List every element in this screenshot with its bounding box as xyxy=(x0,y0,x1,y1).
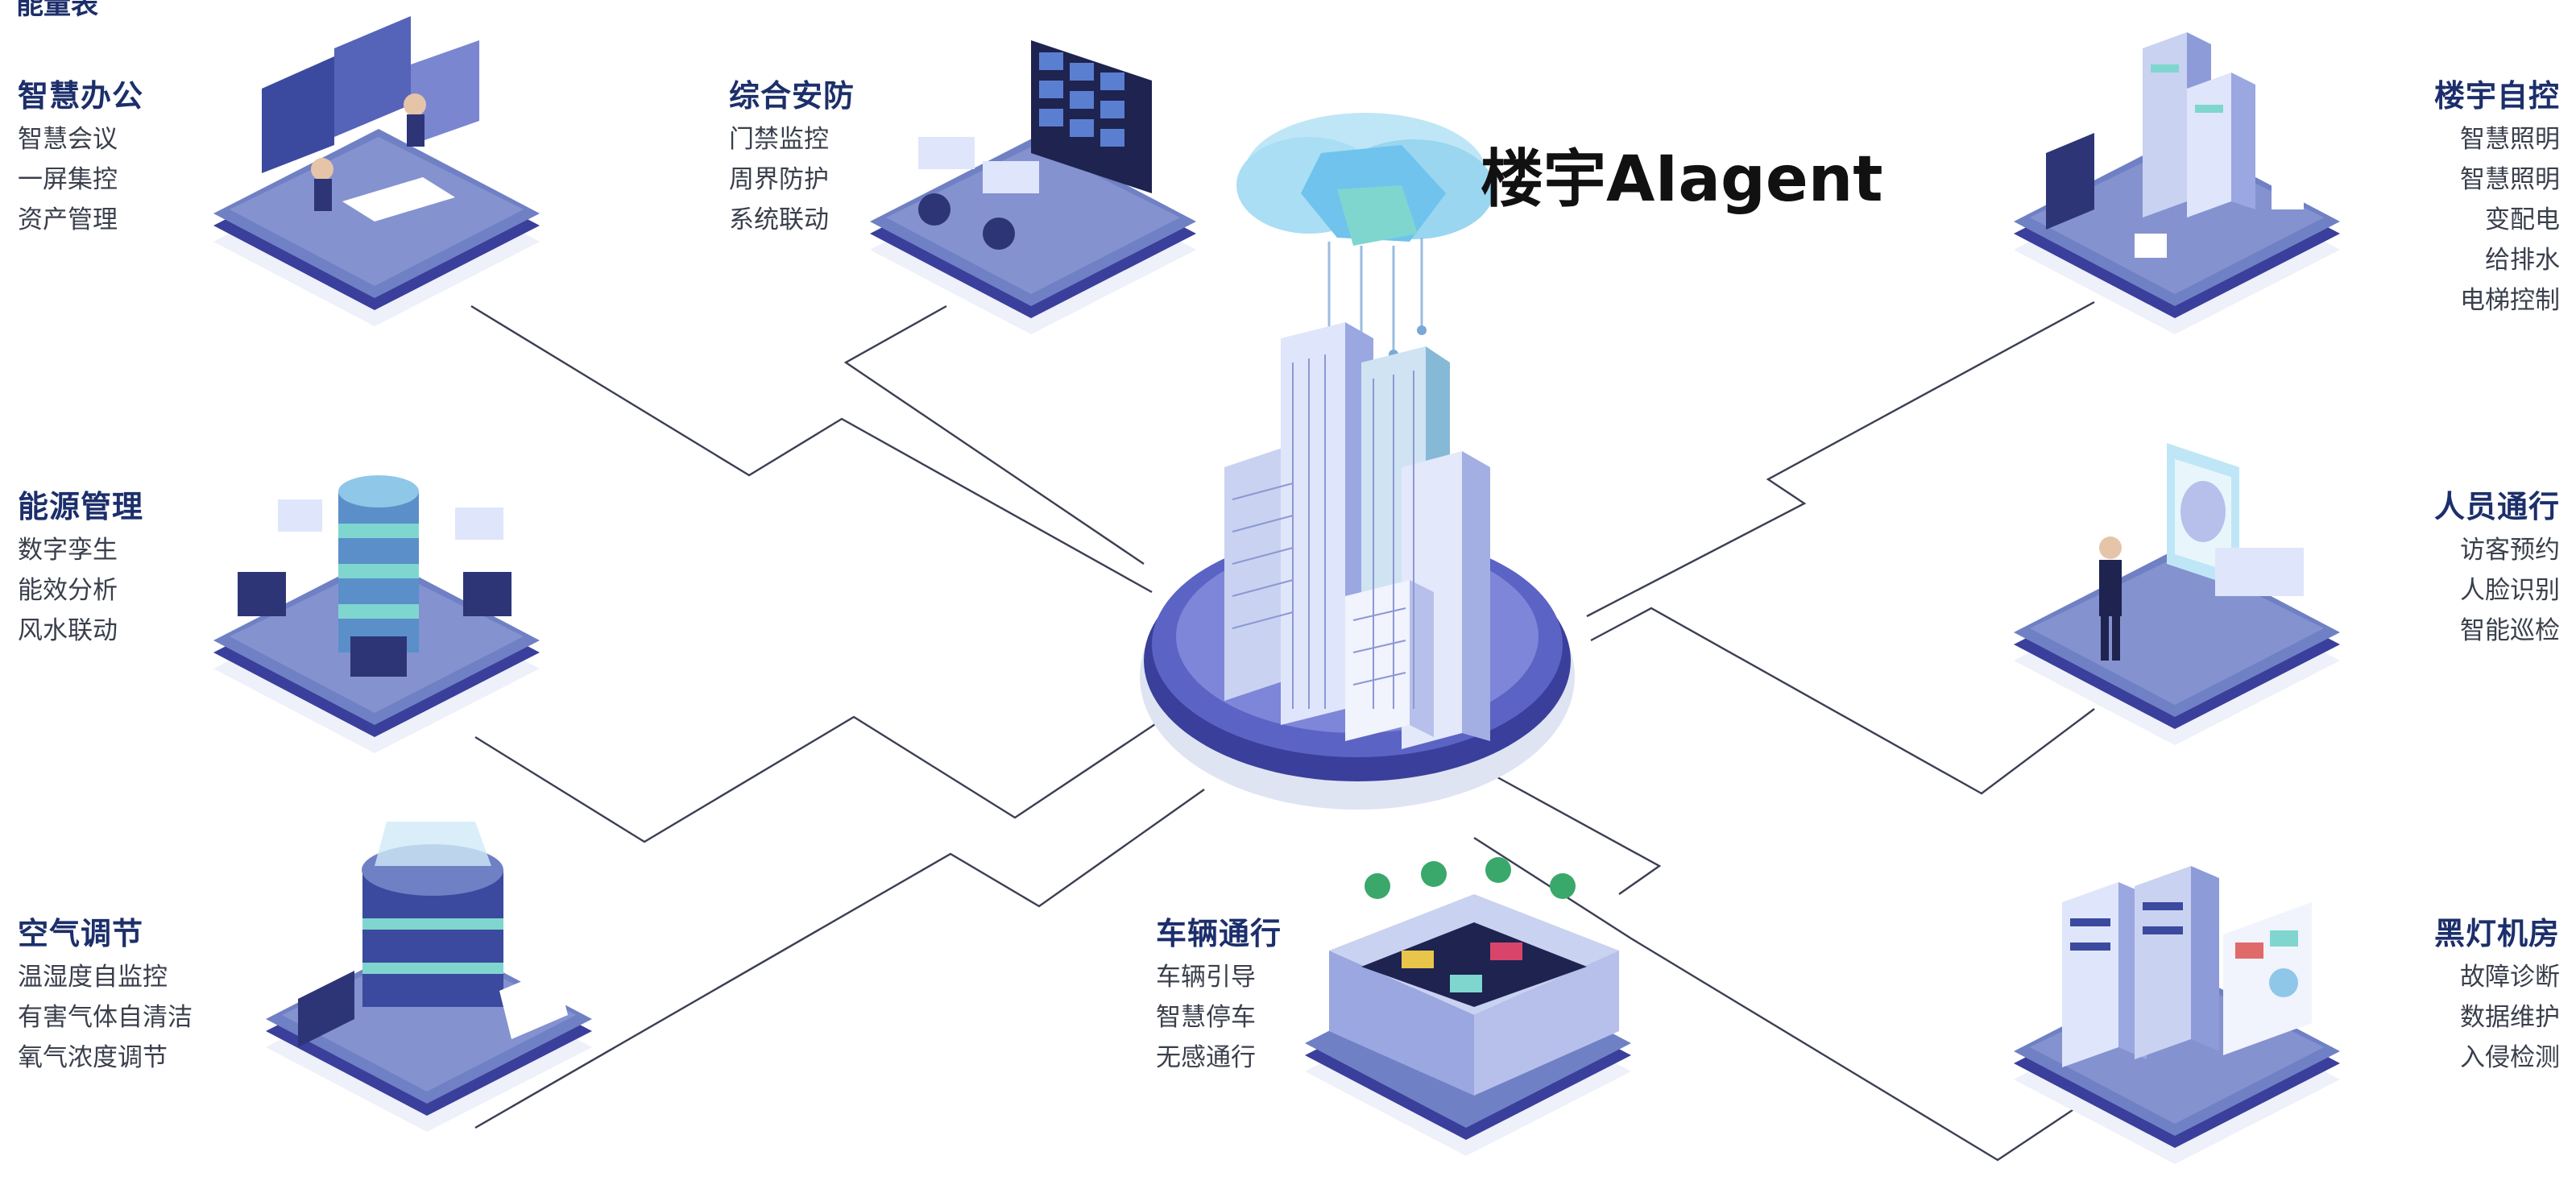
vehicle-item: 无感通行 xyxy=(1156,1043,1256,1072)
server-rack-icon xyxy=(2062,866,2219,1067)
people-platform xyxy=(2014,443,2340,745)
people-item: 人脸识别 xyxy=(2460,576,2560,605)
office-item: 资产管理 xyxy=(18,205,118,234)
server-items: 故障诊断 数据维护 入侵检测 xyxy=(2460,957,2560,1078)
energy-item: 能效分析 xyxy=(18,576,118,605)
air-items: 温湿度自监控 有害气体自清洁 氧气浓度调节 xyxy=(18,957,193,1078)
air-purifier-icon xyxy=(362,822,503,1007)
building-platform xyxy=(2014,32,2340,334)
air-item: 温湿度自监控 xyxy=(18,963,168,992)
wire-energy xyxy=(474,715,1161,843)
hub-title: 楼宇AIagent xyxy=(1481,143,1883,216)
server-title: 黑灯机房 xyxy=(2433,916,2560,951)
people-item: 智能巡检 xyxy=(2460,616,2560,645)
wire-building xyxy=(1586,300,2095,618)
security-item: 周界防护 xyxy=(729,165,829,194)
person-icon xyxy=(2099,536,2122,661)
vehicle-item: 车辆引导 xyxy=(1156,963,1256,992)
building-item: 电梯控制 xyxy=(2460,286,2560,315)
screen-icon xyxy=(2046,133,2094,230)
security-items: 门禁监控 周界防护 系统联动 xyxy=(729,119,829,240)
people-item: 访客预约 xyxy=(2460,536,2560,565)
server-item: 故障诊断 xyxy=(2460,963,2560,992)
energy-item: 风水联动 xyxy=(18,616,118,645)
vehicle-title: 车辆通行 xyxy=(1156,916,1282,951)
video-wall-icon xyxy=(1031,40,1152,193)
energy-items: 数字孪生 能效分析 风水联动 xyxy=(18,530,118,651)
office-item: 一屏集控 xyxy=(18,165,118,194)
central-building-hub xyxy=(1140,113,1575,810)
wire-security xyxy=(843,304,1145,565)
dashboard-icon xyxy=(2223,902,2312,1055)
energy-platform xyxy=(213,475,540,753)
monitor-icon xyxy=(262,16,479,222)
cut-off-heading: 能量表 xyxy=(16,0,98,21)
air-item: 有害气体自清洁 xyxy=(18,1003,193,1032)
vehicle-items: 车辆引导 智慧停车 无感通行 xyxy=(1156,957,1256,1078)
office-platform xyxy=(213,16,540,326)
building-item: 变配电 xyxy=(2485,205,2560,234)
building-items: 智慧照明 智慧照明 变配电 给排水 电梯控制 xyxy=(2460,119,2560,321)
building-item: 智慧照明 xyxy=(2460,125,2560,154)
people-items: 访客预约 人脸识别 智能巡检 xyxy=(2460,530,2560,651)
security-item: 门禁监控 xyxy=(729,125,829,154)
server-item: 入侵检测 xyxy=(2460,1043,2560,1072)
people-title: 人员通行 xyxy=(2433,489,2560,524)
wire-people xyxy=(1590,607,2095,795)
building-title: 楼宇自控 xyxy=(2433,78,2560,114)
tree-icon xyxy=(1365,873,1390,899)
security-title: 综合安防 xyxy=(729,78,855,114)
air-platform xyxy=(266,822,592,1132)
energy-cylinder-icon xyxy=(338,475,419,652)
air-title: 空气调节 xyxy=(18,916,144,951)
air-item: 氧气浓度调节 xyxy=(18,1043,168,1072)
security-item: 系统联动 xyxy=(729,205,829,234)
energy-item: 数字孪生 xyxy=(18,536,118,565)
tower-icon xyxy=(2143,32,2255,218)
office-item: 智慧会议 xyxy=(18,125,118,154)
server-item: 数据维护 xyxy=(2460,1003,2560,1032)
vehicle-platform xyxy=(1305,857,1631,1156)
energy-title: 能源管理 xyxy=(18,489,144,524)
wire-vehicle xyxy=(1489,772,1662,895)
person-icon xyxy=(311,158,333,180)
face-scanner-icon xyxy=(2167,443,2304,596)
office-towers xyxy=(1224,322,1490,749)
vehicle-item: 智慧停车 xyxy=(1156,1003,1256,1032)
office-title: 智慧办公 xyxy=(18,78,144,114)
building-item: 给排水 xyxy=(2485,246,2560,275)
wire-air xyxy=(474,789,1205,1129)
security-platform xyxy=(870,40,1196,334)
office-items: 智慧会议 一屏集控 资产管理 xyxy=(18,119,118,240)
parking-garage-icon xyxy=(1329,894,1619,1096)
wire-office xyxy=(470,304,1153,594)
cloud-icon xyxy=(1236,113,1494,367)
server-platform xyxy=(2014,866,2340,1164)
building-item: 智慧照明 xyxy=(2460,165,2560,194)
